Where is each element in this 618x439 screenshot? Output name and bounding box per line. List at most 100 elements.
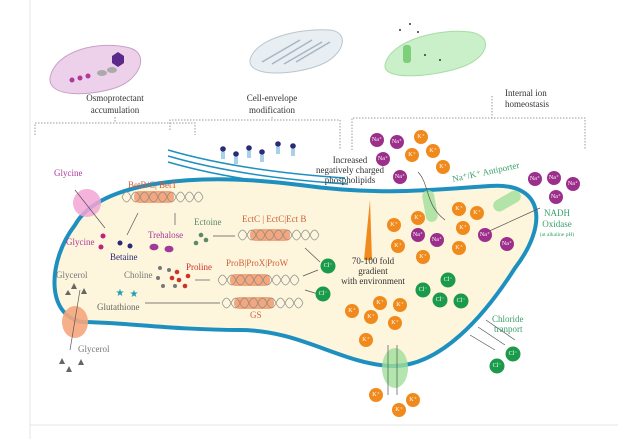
gradient-wedge [364,200,372,260]
gene-ectc-ectb [237,229,320,241]
bacterium-osmoprotectant [49,44,142,95]
ion-k: K⁺ [405,148,419,162]
label-glycine-inside: Glycine [66,237,95,247]
ion-k: K⁺ [436,160,450,174]
ion-k: K⁺ [406,393,420,407]
svg-text:K⁺: K⁺ [455,244,463,251]
ion-na: Na⁺ [430,233,444,247]
ion-k: K⁺ [393,298,407,312]
phospholipid-head [259,149,265,155]
svg-text:K⁺: K⁺ [473,209,481,216]
gene-betbc-bett [121,191,204,203]
svg-text:K⁺: K⁺ [391,319,399,326]
ion-na: Na⁺ [478,228,492,242]
header-ion-2: homeostasis [505,99,549,109]
label-gradient-3: with environment [341,276,405,286]
ion-k: K⁺ [456,221,470,235]
header-envelope-2: modification [249,105,295,115]
ion-k: K⁺ [470,206,484,220]
label-nadh-2: Oxidase [542,219,572,229]
phospholipid-head [275,141,281,147]
label-phospholipids-3: phospholipids [325,175,376,185]
svg-text:K⁺: K⁺ [394,242,402,249]
label-chloride-2: tranport [494,324,523,334]
svg-text:Cl⁻: Cl⁻ [457,298,466,304]
svg-text:Cl⁻: Cl⁻ [493,363,502,369]
label-phospholipids-1: Increased [333,155,368,165]
molecules: ★ ★ [59,232,209,372]
header-envelope-1: Cell-envelope [247,93,297,103]
svg-text:K⁺: K⁺ [439,163,447,170]
bacterial-cell [52,177,539,369]
ion-na: Na⁺ [390,135,404,149]
ion-na: Na⁺ [370,133,384,147]
ion-k: K⁺ [392,403,406,417]
ion-na: Na⁺ [376,152,390,166]
ion-k: K⁺ [388,316,402,330]
svg-text:Na⁺: Na⁺ [568,180,578,187]
svg-text:K⁺: K⁺ [372,391,380,398]
ion-k: K⁺ [452,202,466,216]
svg-text:K⁺: K⁺ [395,406,403,413]
label-trehalose: Trehalose [148,230,183,240]
ion-cl: Cl⁻ [453,293,469,309]
svg-text:Na⁺: Na⁺ [378,155,388,162]
category-brackets [34,96,586,150]
ion-k: K⁺ [414,130,428,144]
svg-text:Na⁺: Na⁺ [549,174,559,181]
svg-text:Cl⁻: Cl⁻ [436,297,445,303]
ion-k: K⁺ [416,250,430,264]
label-nadh-1: NADH [544,208,570,218]
label-ectc-ectb: EctC | EctC|Ect B [242,214,306,224]
glutathione-star-icon: ★ [116,288,125,299]
pathway-arrows [69,171,541,395]
label-betbc-bett: BetB/C| BetT [128,180,178,190]
nadh-oxidase-channel [493,190,521,212]
svg-text:Na⁺: Na⁺ [432,236,442,243]
svg-text:Cl⁻: Cl⁻ [419,287,428,293]
bacterium-envelope [249,29,343,74]
ion-k: K⁺ [426,144,440,158]
ion-na: Na⁺ [500,237,514,251]
ion-cl: Cl⁻ [432,292,448,308]
ion-k: K⁺ [452,241,466,255]
phospholipid-head [246,145,252,151]
svg-text:K⁺: K⁺ [362,336,370,343]
svg-text:Na⁺: Na⁺ [372,136,382,143]
svg-text:K⁺: K⁺ [390,221,398,228]
ion-k: K⁺ [369,388,383,402]
gene-gs [221,297,304,309]
svg-text:Na⁺: Na⁺ [530,175,540,182]
na-k-antiporter-channel [422,190,438,222]
header-osmoprotectant-2: accumulation [91,105,140,115]
label-proline: Proline [186,262,212,272]
svg-text:Na⁺: Na⁺ [395,173,405,180]
svg-text:K⁺: K⁺ [367,313,375,320]
svg-text:K⁺: K⁺ [348,307,356,314]
svg-text:K⁺: K⁺ [409,396,417,403]
svg-text:K⁺: K⁺ [414,214,422,221]
header-ion-1: Internal ion [505,88,547,98]
ion-cl: Cl⁻ [489,358,505,374]
label-glutathione: Glutathione [97,302,140,312]
phospholipid-head [220,146,226,152]
label-choline: Choline [124,270,153,280]
svg-text:Na⁺: Na⁺ [551,193,561,200]
ion-k: K⁺ [373,296,387,310]
label-gradient-1: 70-100 fold [352,256,395,266]
svg-text:K⁺: K⁺ [376,299,384,306]
ion-k: K⁺ [359,333,373,347]
ion-k: K⁺ [391,239,405,253]
ion-cl: Cl⁻ [505,346,521,362]
ion-cl: Cl⁻ [320,258,336,274]
glutathione-star-icon: ★ [130,289,139,300]
svg-text:K⁺: K⁺ [419,253,427,260]
ion-k: K⁺ [345,304,359,318]
gene-prob-prox-prow [217,274,300,286]
ion-cl: Cl⁻ [440,272,456,288]
ion-na: Na⁺ [411,228,425,242]
svg-text:K⁺: K⁺ [408,151,416,158]
outer-membrane-layers [167,149,351,191]
svg-text:Na⁺: Na⁺ [413,231,423,238]
label-betaine: Betaine [110,252,138,262]
